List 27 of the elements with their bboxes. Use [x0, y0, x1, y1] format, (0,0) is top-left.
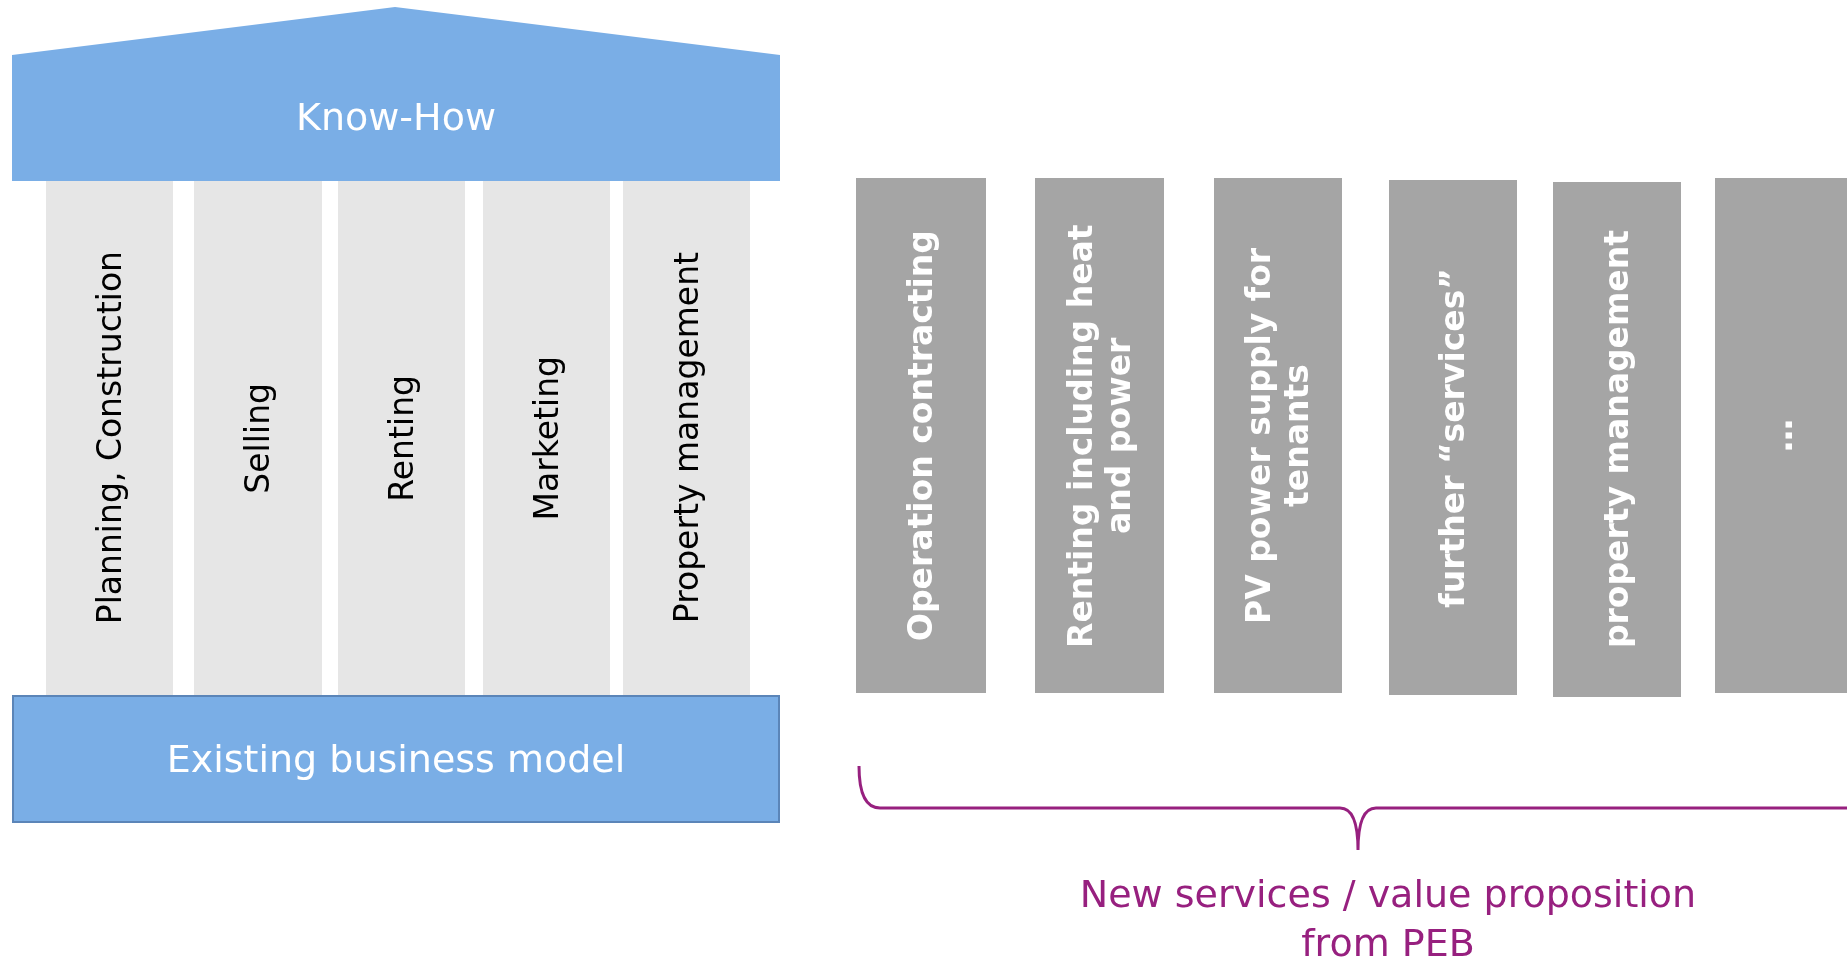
- pillar: [338, 181, 465, 695]
- brace-caption: New services / value proposition from PEB: [1078, 871, 1698, 968]
- node-text: Selling: [239, 382, 277, 494]
- node-text: further “services”: [1434, 267, 1472, 608]
- pillar: [194, 181, 322, 695]
- service-column: [1553, 182, 1681, 697]
- node-text: property management: [1598, 230, 1636, 649]
- node-text: Renting including heat and power: [1061, 222, 1138, 650]
- node-text: Planning, Construction: [90, 251, 129, 625]
- node-text: Property management: [667, 252, 706, 624]
- base-band: [12, 695, 780, 823]
- node-text: Existing business model: [166, 737, 626, 781]
- node-text: …: [1762, 419, 1800, 452]
- pillar: [483, 181, 610, 695]
- node-text: Marketing: [527, 355, 566, 521]
- pillar: [623, 181, 750, 695]
- node-text: PV power supply for tenants: [1240, 246, 1316, 626]
- roof-band: [12, 7, 780, 181]
- service-column: [1214, 178, 1342, 693]
- service-column: [1389, 180, 1517, 695]
- service-column: [1715, 178, 1847, 693]
- node-text: Know-How: [296, 95, 496, 139]
- node-text: Operation contracting: [902, 229, 940, 642]
- service-column: [856, 178, 986, 693]
- service-column: [1035, 178, 1164, 693]
- pillar: [46, 181, 173, 695]
- node-text: Renting: [382, 374, 421, 502]
